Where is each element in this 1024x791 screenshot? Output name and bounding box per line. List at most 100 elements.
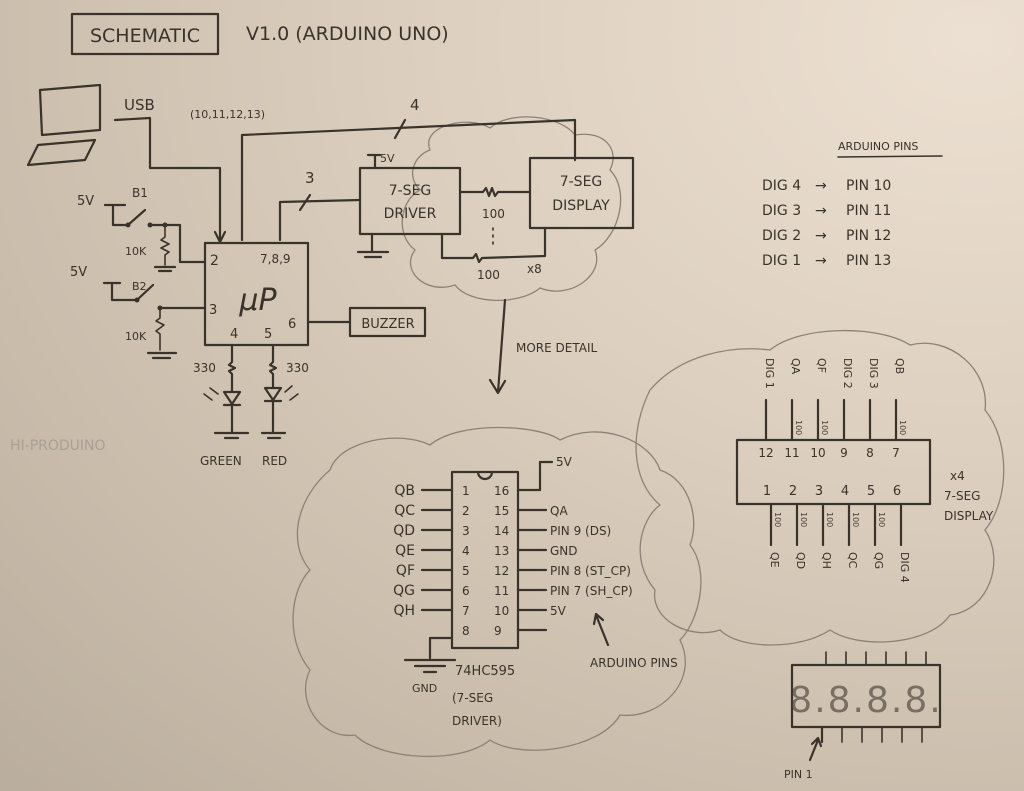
display-pin-number: 10: [810, 446, 825, 460]
display-digits: 8.8.8.8.: [789, 680, 942, 721]
display-pin-number: 2: [789, 484, 797, 499]
display-pin-number: 6: [893, 484, 901, 499]
title-box: [70, 12, 220, 56]
driver-supply-label: 5V: [380, 152, 395, 165]
arrow-icon: →: [815, 253, 827, 269]
sr-vcc-wire: [516, 460, 554, 492]
driver-box: [358, 166, 462, 236]
sr-net-label: 5V: [550, 604, 567, 618]
series-resistor-bottom: [440, 226, 547, 264]
sr-pin-number: 10: [494, 604, 509, 618]
shift-register-caption-line1: (7-SEG: [452, 691, 493, 705]
display-pin-resistor: 100: [820, 420, 829, 435]
display-pin-net: DIG 2: [841, 358, 854, 389]
green-led-label: GREEN: [200, 454, 242, 468]
b2-label: B2: [132, 280, 147, 293]
computer-icon: [26, 83, 102, 167]
sr-right-pin: 10 5V: [494, 604, 567, 618]
sr-pin-number: 3: [462, 524, 470, 538]
mcu-pin-5: 5: [264, 327, 272, 342]
display-pin-net: QE: [768, 552, 781, 568]
sr-net-label: QH: [393, 603, 415, 619]
mcu-pin-2: 2: [210, 253, 219, 269]
display-pin-resistor: 100: [877, 512, 886, 527]
buzzer-label: BUZZER: [361, 317, 414, 332]
arduino-pin-row: DIG 3 → PIN 11: [762, 203, 891, 219]
display-module-caption-line2: 7-SEG: [944, 489, 980, 503]
arduino-pins-underline: [837, 155, 943, 158]
row-pin: PIN 10: [846, 178, 891, 194]
sr-pin-number: 15: [494, 504, 509, 518]
bus-4-wire: [240, 118, 577, 242]
sr-pin-number: 2: [462, 504, 470, 518]
shift-register-box: [450, 470, 520, 650]
row-pin: PIN 11: [846, 203, 891, 219]
display-pin-net: DIG 4: [898, 552, 911, 583]
sr-net-label: QC: [394, 503, 415, 519]
display-pin-number: 5: [867, 484, 875, 499]
button-b1-switch: [103, 203, 207, 273]
display-pin-number: 1: [763, 484, 771, 499]
display-pin-number: 4: [841, 484, 849, 499]
sr-left-pin: QB 1: [394, 483, 469, 499]
series-resistor-top-label: 100: [482, 207, 505, 221]
arrow-icon: →: [815, 203, 827, 219]
arrow-icon: →: [815, 228, 827, 244]
display-pin-resistor: 100: [851, 512, 860, 527]
sr-right-pin: 14 PIN 9 (DS): [494, 524, 611, 538]
row-digit: DIG 4: [762, 178, 801, 194]
b1-supply-label: 5V: [77, 194, 94, 209]
sr-net-label: QG: [393, 583, 415, 599]
bus-4-tick: [393, 118, 407, 140]
shift-register-notch: [476, 470, 494, 481]
display-top-pin: 12 DIG 1: [758, 358, 776, 460]
row-digit: DIG 1: [762, 253, 801, 269]
series-resistor-top: [458, 186, 532, 198]
display-pin-net: DIG 1: [763, 358, 776, 389]
display-pin-resistor: 100: [773, 512, 782, 527]
arduino-pin-row: DIG 2 → PIN 12: [762, 228, 891, 244]
faint-erased-text: HI-PRODUINO: [10, 438, 106, 454]
sr-pin-number: 1: [462, 484, 470, 498]
sr-net-label: GND: [412, 682, 437, 695]
arduino-pins-note: ARDUINO PINS: [590, 656, 678, 670]
green-led-circuit: [203, 343, 250, 440]
sr-left-pin: GND 8: [412, 624, 470, 695]
display-bottom-pin: 1QE 100: [763, 484, 782, 568]
mcu-pins-789: 7,8,9: [260, 252, 291, 266]
arduino-pins-table: DIG 4 → PIN 10 DIG 3 → PIN 11 DIG 2 → PI…: [762, 178, 891, 269]
b1-pulldown-label: 10K: [125, 245, 147, 258]
driver-label-line1: 7-SEG: [389, 183, 432, 199]
display-sketch: 8.8.8.8.: [789, 651, 942, 744]
arduino-pins-note-arrowhead-icon: [592, 612, 605, 626]
bus-pins-label: (10,11,12,13): [190, 108, 265, 121]
shift-register-caption-line2: DRIVER): [452, 714, 502, 728]
usb-wire: [113, 116, 222, 242]
shift-register-part: 74HC595: [455, 664, 515, 679]
sr-pin-number: 14: [494, 524, 509, 538]
sr-pin-number: 8: [462, 624, 470, 638]
display-pin-resistor: 100: [825, 512, 834, 527]
sr-net-label: QB: [394, 483, 415, 499]
row-pin: PIN 13: [846, 253, 891, 269]
bus-3-wire: [278, 198, 362, 242]
sr-net-label: PIN 9 (DS): [550, 524, 611, 538]
red-led-resistor-label: 330: [286, 361, 309, 375]
sr-net-label: QE: [395, 543, 415, 559]
sr-net-label: QF: [396, 563, 415, 579]
display-pin-resistor: 100: [794, 420, 803, 435]
pin1-arrow-icon: [808, 736, 823, 762]
usb-label: USB: [124, 96, 155, 114]
display-pin-number: 12: [758, 446, 773, 460]
display-pin-resistor: 100: [799, 512, 808, 527]
